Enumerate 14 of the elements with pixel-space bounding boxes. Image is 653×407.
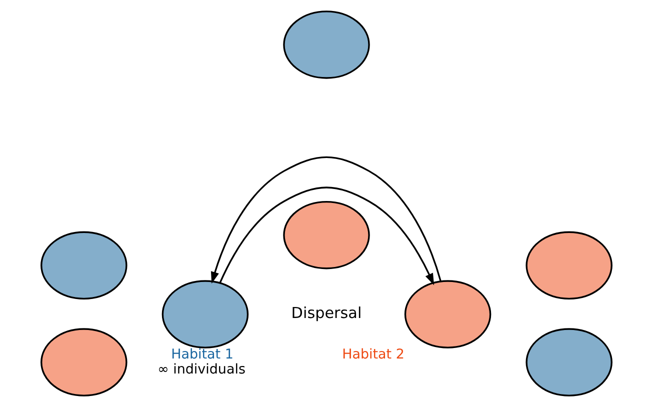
node-label: Habitat 1	[171, 346, 234, 362]
arrow	[219, 186, 434, 286]
label: Dispersal	[291, 304, 362, 322]
node-label: Habitat 2	[342, 346, 404, 362]
arrow	[210, 156, 442, 284]
node-label: ∞ individuals	[158, 361, 246, 378]
node-circle	[404, 280, 492, 348]
node-circle	[40, 231, 128, 300]
node-circle	[283, 200, 370, 270]
node-circle	[283, 10, 370, 79]
node-circle	[526, 231, 612, 300]
node-circle	[162, 280, 249, 348]
node-circle	[40, 328, 128, 396]
node-circle	[526, 328, 612, 396]
